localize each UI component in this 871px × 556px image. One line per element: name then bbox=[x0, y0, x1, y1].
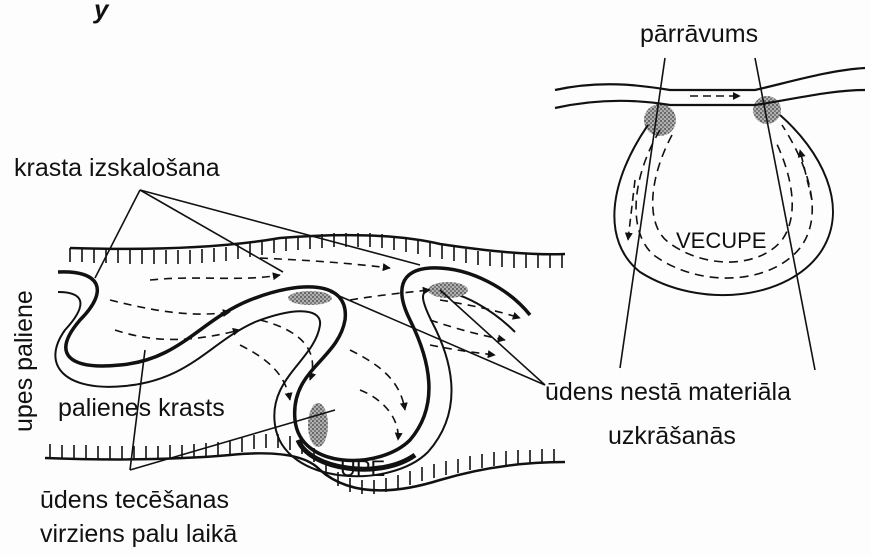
label-deposit-line1: ūdens nestā materiāla bbox=[545, 380, 791, 405]
label-oxbow: VECUPE bbox=[676, 230, 766, 252]
label-river: UPE bbox=[340, 458, 385, 480]
oxbow-lake bbox=[555, 68, 865, 295]
label-deposit-line2: uzkrāšanās bbox=[608, 424, 736, 449]
label-flood-flow-line1: ūdens tecēšanas bbox=[40, 488, 229, 513]
label-breach: pārrāvums bbox=[640, 22, 758, 47]
label-flood-flow-line2: virziens palu laikā bbox=[40, 522, 237, 547]
label-bank-erosion: krasta izskalošana bbox=[14, 156, 220, 181]
corner-mark: y bbox=[94, 0, 108, 22]
label-floodplain-bank: palienes krasts bbox=[58, 396, 225, 421]
label-floodplain: upes paliene bbox=[12, 290, 37, 432]
